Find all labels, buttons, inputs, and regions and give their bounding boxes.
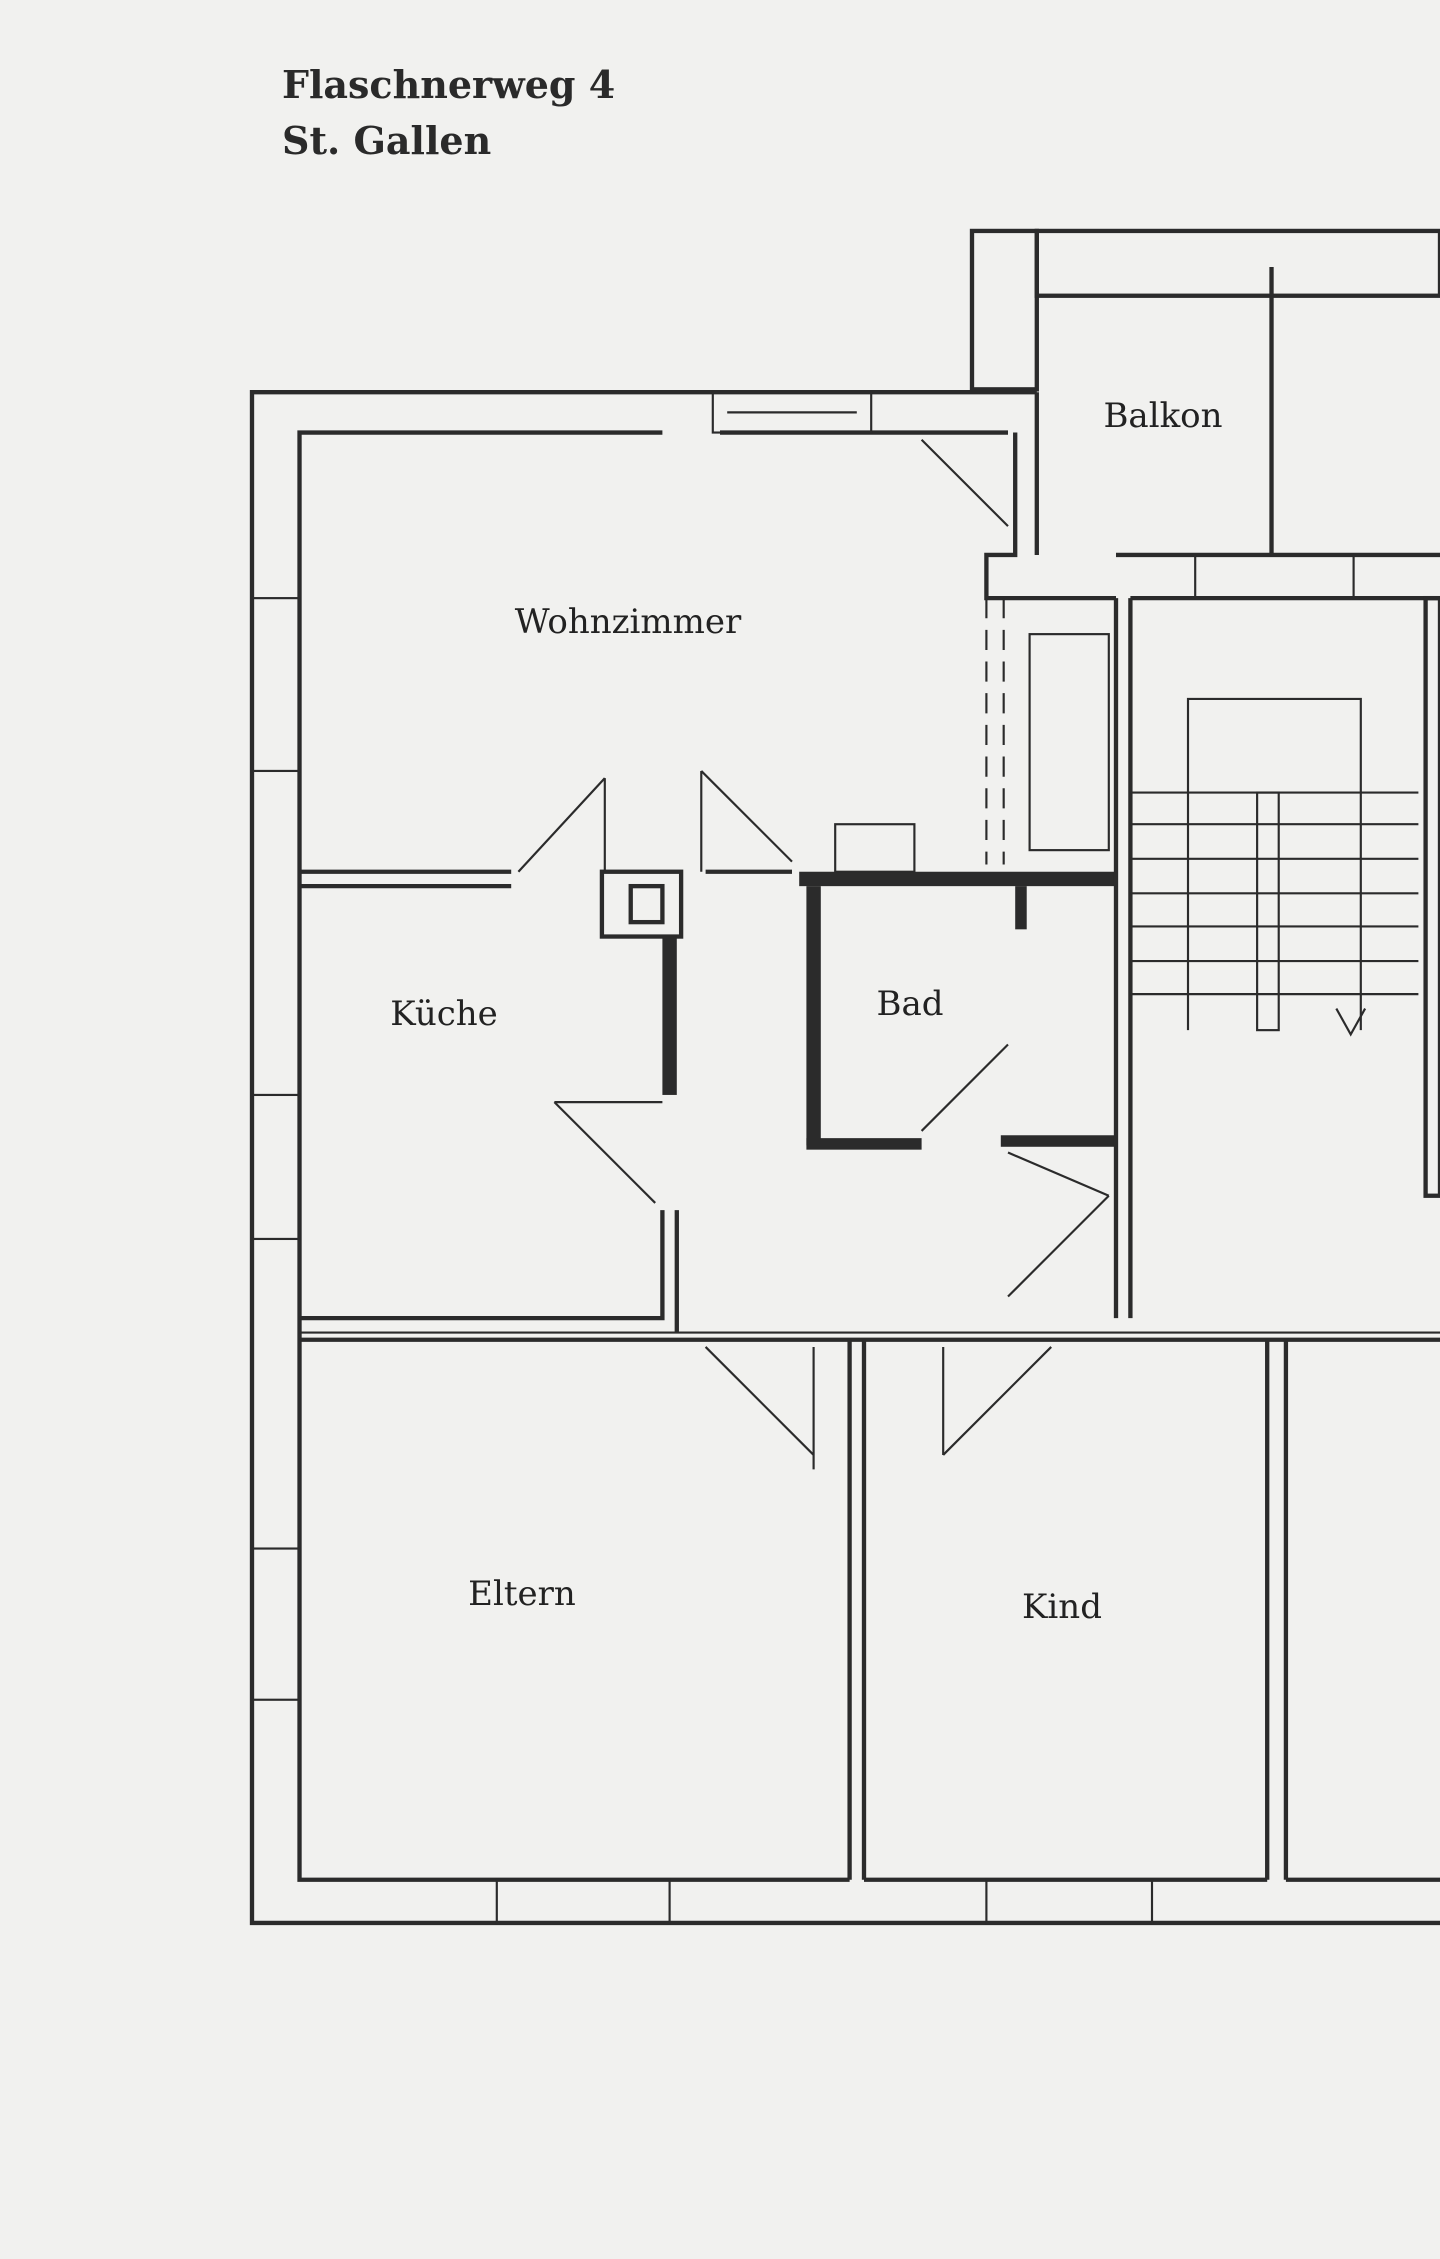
address-city: St. Gallen: [282, 118, 492, 163]
room-label-bad: Bad: [876, 984, 944, 1024]
room-label-balkon: Balkon: [1103, 396, 1223, 436]
room-label-wohnzimmer: Wohnzimmer: [514, 602, 742, 642]
balcony: [920, 228, 1440, 601]
outer-walls: [249, 390, 1440, 1926]
windows: [250, 391, 1355, 1925]
room-label-kind: Kind: [1022, 1587, 1102, 1627]
doors: [517, 770, 1110, 1470]
room-label-eltern: Eltern: [468, 1574, 576, 1614]
staircase: [1130, 697, 1419, 1037]
room-label-kueche: Küche: [390, 994, 498, 1034]
interior-walls: [299, 595, 1440, 1880]
address-street: Flaschnerweg 4: [282, 62, 616, 107]
